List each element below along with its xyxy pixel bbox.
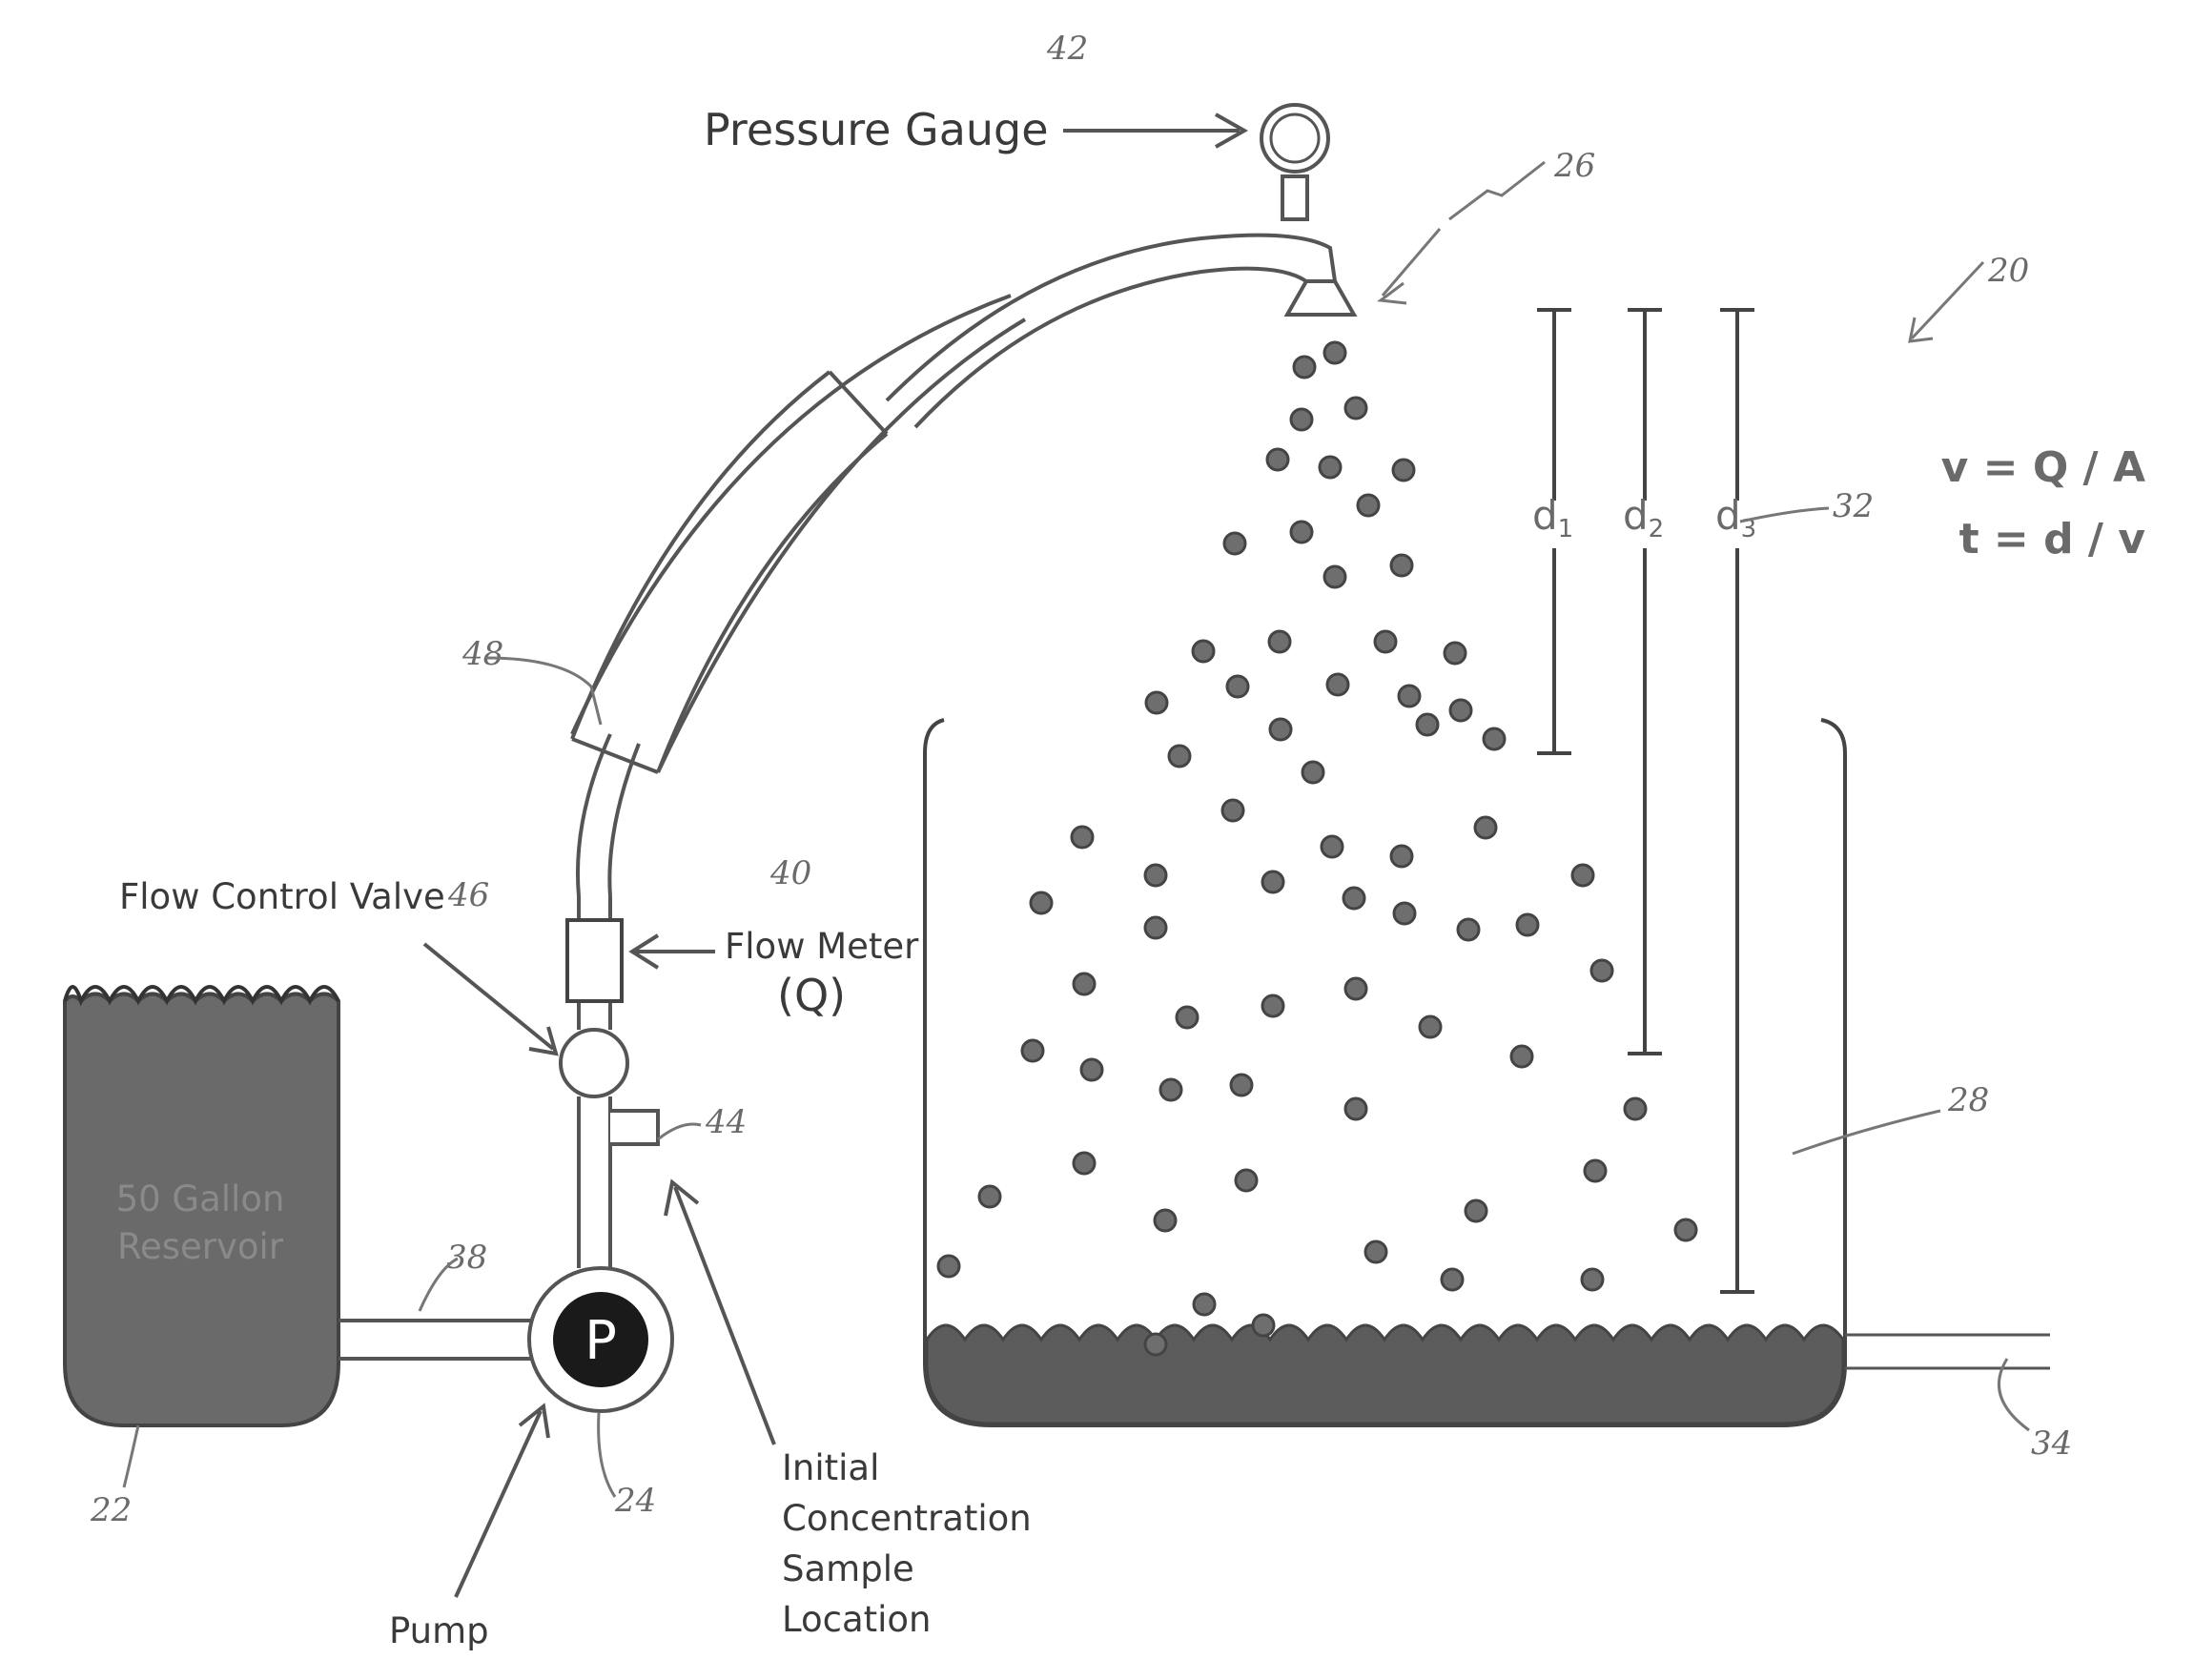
flow-meter-label: Flow Meter	[725, 926, 919, 967]
sample-label-line2: Concentration	[782, 1498, 1032, 1539]
spray-droplets	[938, 342, 1696, 1355]
ref-20: 20	[1987, 252, 2029, 290]
reservoir-label-line2: Reservoir	[117, 1226, 284, 1267]
supply-pipe	[338, 1321, 534, 1359]
ref-48: 48	[461, 635, 503, 673]
sample-port	[610, 1111, 658, 1144]
reference-numerals: 42 26 20 32 28 34 48 46 40 44 38 22 24	[90, 30, 2072, 1529]
sample-label-line4: Location	[782, 1599, 932, 1640]
ref-40: 40	[769, 854, 811, 892]
velocity-formula: v = Q / A	[1941, 443, 2145, 492]
ref-32: 32	[1833, 487, 1874, 525]
d1-symbol: d	[1532, 492, 1558, 539]
pump: P	[529, 1268, 672, 1411]
pressure-gauge	[1261, 105, 1328, 219]
sample-label-line1: Initial	[782, 1447, 879, 1488]
sample-location-arrow	[666, 1182, 774, 1444]
pump-arrow	[456, 1406, 548, 1597]
d3-symbol: d	[1715, 492, 1741, 539]
distance-bar-d2	[1628, 310, 1662, 1054]
ref-46: 46	[447, 876, 489, 914]
pump-label: Pump	[389, 1610, 489, 1651]
ref-28: 28	[1947, 1081, 1989, 1119]
d1-subscript: 1	[1558, 515, 1574, 543]
d2-symbol: d	[1623, 492, 1649, 539]
hose	[572, 286, 1025, 777]
distance-bar-d3	[1720, 310, 1754, 1292]
ref-42: 42	[1046, 30, 1088, 68]
sample-location-label: Initial Concentration Sample Location	[782, 1447, 1032, 1640]
pressure-gauge-label: Pressure Gauge	[704, 104, 1049, 155]
spray-nozzle	[1287, 281, 1354, 315]
flow-meter-symbol: (Q)	[777, 970, 846, 1021]
ref-22: 22	[90, 1491, 132, 1529]
ref-44: 44	[705, 1103, 747, 1141]
ref-26: 26	[1553, 147, 1595, 185]
ref-38: 38	[446, 1239, 487, 1277]
flow-control-valve-arrow	[424, 944, 556, 1054]
reservoir-label-line1: 50 Gallon	[116, 1178, 285, 1219]
flow-meter	[567, 920, 622, 1001]
time-formula: t = d / v	[1959, 515, 2146, 563]
ref-34: 34	[2031, 1424, 2072, 1463]
flow-control-valve	[561, 1030, 627, 1096]
pump-symbol: P	[584, 1310, 617, 1372]
d3-label: d3	[1715, 492, 1756, 543]
d2-label: d2	[1623, 492, 1664, 543]
d1-label: d1	[1532, 492, 1573, 543]
reservoir: 50 Gallon Reservoir	[65, 987, 338, 1425]
pressure-gauge-arrow	[1063, 114, 1244, 147]
sample-label-line3: Sample	[782, 1548, 914, 1589]
flow-meter-arrow	[632, 935, 715, 968]
ref-24: 24	[614, 1482, 656, 1520]
spray-wand	[887, 236, 1335, 427]
d2-subscript: 2	[1649, 515, 1665, 543]
hose-sleeve	[572, 372, 887, 772]
flow-control-valve-label: Flow Control Valve	[119, 876, 445, 917]
